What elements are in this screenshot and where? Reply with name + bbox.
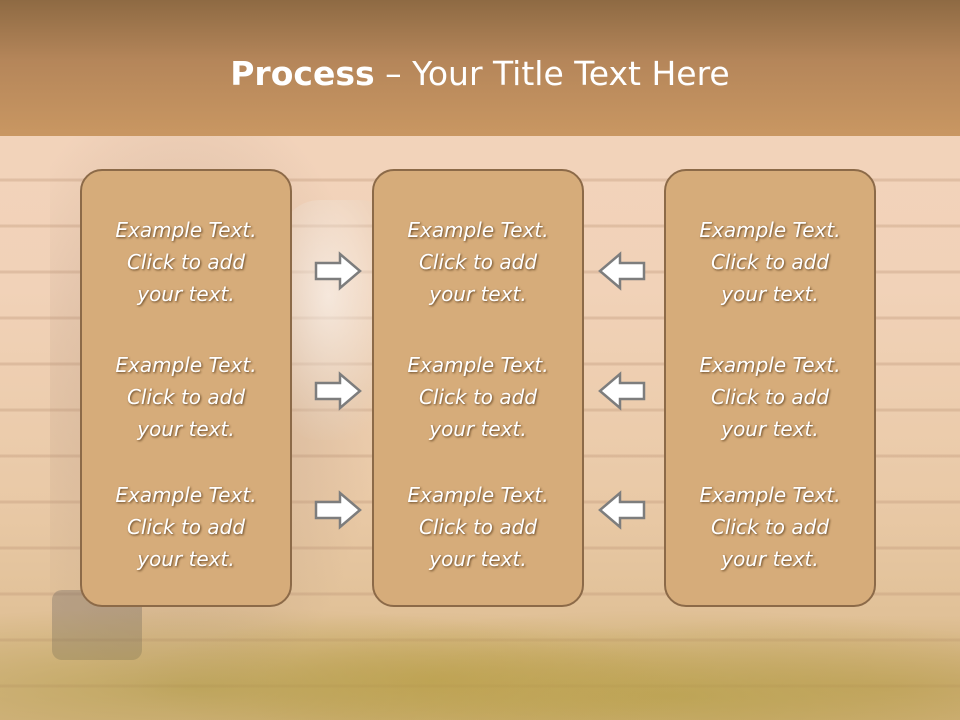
text-line: Click to add: [710, 385, 830, 409]
text-line: your text.: [721, 547, 819, 571]
arrow-right-icon[interactable]: [314, 371, 362, 411]
arrow-left-icon[interactable]: [598, 251, 646, 291]
arrow-right-icon[interactable]: [314, 251, 362, 291]
process-box-center[interactable]: Example Text. Click to add your text. Ex…: [372, 169, 584, 607]
text-line: your text.: [721, 417, 819, 441]
process-box-left[interactable]: Example Text. Click to add your text. Ex…: [80, 169, 292, 607]
text-line: Example Text.: [407, 353, 549, 377]
text-line: your text.: [429, 417, 527, 441]
arrow-left-icon[interactable]: [598, 490, 646, 530]
text-line: Click to add: [126, 385, 246, 409]
text-placeholder[interactable]: Example Text. Click to add your text.: [82, 214, 290, 310]
text-line: Example Text.: [115, 218, 257, 242]
text-placeholder[interactable]: Example Text. Click to add your text.: [666, 479, 874, 575]
process-box-right[interactable]: Example Text. Click to add your text. Ex…: [664, 169, 876, 607]
text-line: your text.: [137, 282, 235, 306]
slide-title[interactable]: Process – Your Title Text Here: [0, 52, 960, 96]
text-placeholder[interactable]: Example Text. Click to add your text.: [666, 214, 874, 310]
text-line: your text.: [721, 282, 819, 306]
text-line: Example Text.: [407, 483, 549, 507]
title-bold-part: Process: [230, 54, 375, 93]
arrow-left-icon[interactable]: [598, 371, 646, 411]
text-line: Click to add: [126, 250, 246, 274]
text-line: Example Text.: [115, 483, 257, 507]
title-rest: Your Title Text Here: [412, 54, 730, 93]
text-line: your text.: [137, 417, 235, 441]
text-line: Click to add: [418, 250, 538, 274]
text-line: Click to add: [710, 250, 830, 274]
text-line: your text.: [429, 282, 527, 306]
text-line: your text.: [137, 547, 235, 571]
text-line: Example Text.: [115, 353, 257, 377]
text-placeholder[interactable]: Example Text. Click to add your text.: [374, 479, 582, 575]
text-placeholder[interactable]: Example Text. Click to add your text.: [666, 349, 874, 445]
text-line: Example Text.: [699, 218, 841, 242]
text-placeholder[interactable]: Example Text. Click to add your text.: [82, 479, 290, 575]
text-line: Click to add: [418, 385, 538, 409]
title-bar: Process – Your Title Text Here: [0, 0, 960, 136]
text-line: Click to add: [710, 515, 830, 539]
arrow-right-icon[interactable]: [314, 490, 362, 530]
text-placeholder[interactable]: Example Text. Click to add your text.: [374, 349, 582, 445]
text-line: Example Text.: [699, 483, 841, 507]
text-line: Example Text.: [407, 218, 549, 242]
text-line: Example Text.: [699, 353, 841, 377]
title-separator: –: [374, 54, 413, 93]
text-placeholder[interactable]: Example Text. Click to add your text.: [82, 349, 290, 445]
text-line: Click to add: [126, 515, 246, 539]
text-line: Click to add: [418, 515, 538, 539]
text-placeholder[interactable]: Example Text. Click to add your text.: [374, 214, 582, 310]
text-line: your text.: [429, 547, 527, 571]
